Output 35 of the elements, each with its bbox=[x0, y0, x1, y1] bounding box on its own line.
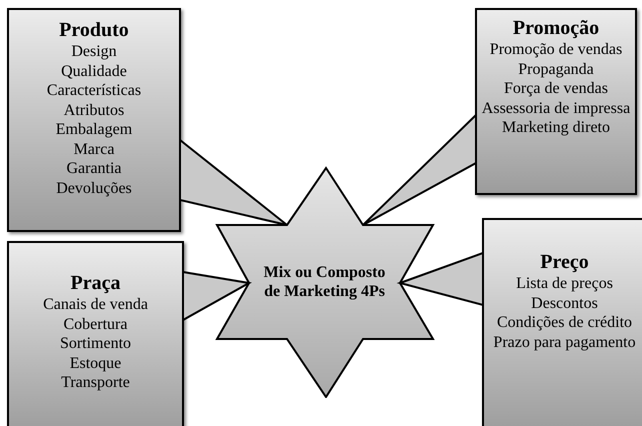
list-item: Design bbox=[71, 42, 117, 62]
list-item: Atributos bbox=[64, 100, 124, 120]
callout-box bbox=[475, 8, 637, 195]
list-item: Características bbox=[46, 81, 142, 100]
callout-box bbox=[482, 218, 642, 426]
list-item: Promoção de vendas bbox=[490, 40, 622, 60]
list-item: Qualidade bbox=[61, 62, 127, 81]
list-item: Garantia bbox=[66, 159, 122, 178]
callout-heading: Promoção bbox=[512, 16, 600, 40]
list-item: Estoque bbox=[70, 354, 122, 373]
list-item: Propaganda bbox=[518, 60, 594, 79]
list-item: Cobertura bbox=[64, 314, 128, 334]
callout-heading: Praça bbox=[70, 271, 120, 295]
list-item: Descontos bbox=[531, 294, 598, 313]
list-item: Condições de crédito bbox=[496, 313, 632, 332]
list-item: Embalagem bbox=[56, 120, 132, 140]
list-item: Marketing direto bbox=[502, 118, 610, 138]
star-label: Mix ou Composto de Marketing 4Ps bbox=[262, 263, 386, 301]
list-item: Marca bbox=[74, 140, 114, 159]
callout-pointer bbox=[396, 252, 484, 306]
list-item: Prazo para pagamento bbox=[493, 332, 636, 352]
callout-pointer bbox=[182, 271, 252, 321]
list-item: Lista de preços bbox=[516, 274, 613, 294]
list-item: Força de vendas bbox=[504, 79, 608, 98]
list-item: Assessoria de impressa bbox=[482, 98, 630, 118]
callout-pointer bbox=[362, 114, 477, 226]
list-item: Transporte bbox=[61, 373, 130, 392]
callout-box bbox=[7, 241, 184, 426]
list-item: Devoluções bbox=[56, 178, 132, 198]
callout-box bbox=[7, 8, 181, 232]
callout-heading: Preço bbox=[540, 250, 589, 274]
callout-pointer bbox=[179, 139, 288, 226]
list-item: Sortimento bbox=[60, 334, 132, 354]
callout-heading: Produto bbox=[59, 18, 129, 42]
list-item: Canais de venda bbox=[43, 295, 148, 314]
